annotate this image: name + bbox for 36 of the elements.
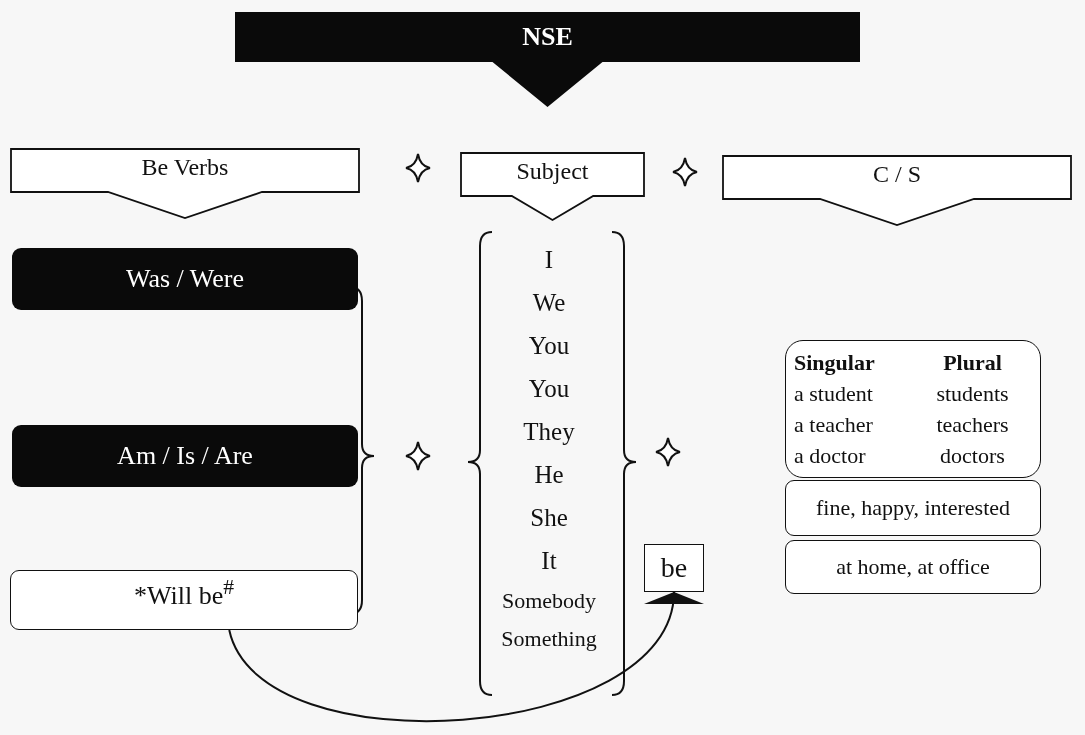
subject-word: We: [532, 288, 566, 318]
subject-word: He: [534, 460, 564, 490]
column-heading: Singular: [794, 349, 876, 377]
verb-box: [12, 425, 358, 487]
box-text: Was / Were: [125, 264, 245, 294]
noun-text: a student: [794, 380, 874, 408]
word-box: [644, 544, 704, 592]
complement-box: [785, 480, 1041, 536]
subject-word: She: [530, 503, 568, 533]
box-text: *Will be$^{#}$: [133, 575, 234, 611]
noun-text: a teacher: [794, 411, 874, 439]
noun-text: a doctor: [794, 442, 867, 470]
heading-text: NSE: [521, 22, 574, 52]
noun-text: doctors: [939, 442, 1006, 470]
column-heading: Plural: [942, 349, 1003, 377]
verb-box: [10, 570, 358, 630]
noun-text: teachers: [935, 411, 1010, 439]
subject-word: Something: [501, 625, 597, 653]
subject-word: I: [544, 245, 554, 275]
curved-arrow: [228, 591, 701, 722]
column-heading: C / S: [873, 161, 921, 188]
subject-word: Somebody: [501, 587, 597, 615]
column-heading: Subject: [516, 158, 589, 185]
box-text: be: [660, 552, 688, 584]
column-heading: Be Verbs: [141, 154, 229, 181]
box-text: at home, at office: [836, 554, 990, 580]
noun-text: students: [935, 380, 1010, 408]
subject-word: You: [528, 331, 570, 361]
complement-box: [785, 540, 1041, 594]
subject-word: It: [541, 546, 557, 576]
noun-table-box: [785, 340, 1041, 478]
verb-box: [12, 248, 358, 310]
subject-word: You: [528, 374, 570, 404]
box-text: fine, happy, interested: [815, 495, 1011, 521]
box-text: Am / Is / Are: [117, 441, 253, 471]
subject-word: They: [523, 417, 575, 447]
